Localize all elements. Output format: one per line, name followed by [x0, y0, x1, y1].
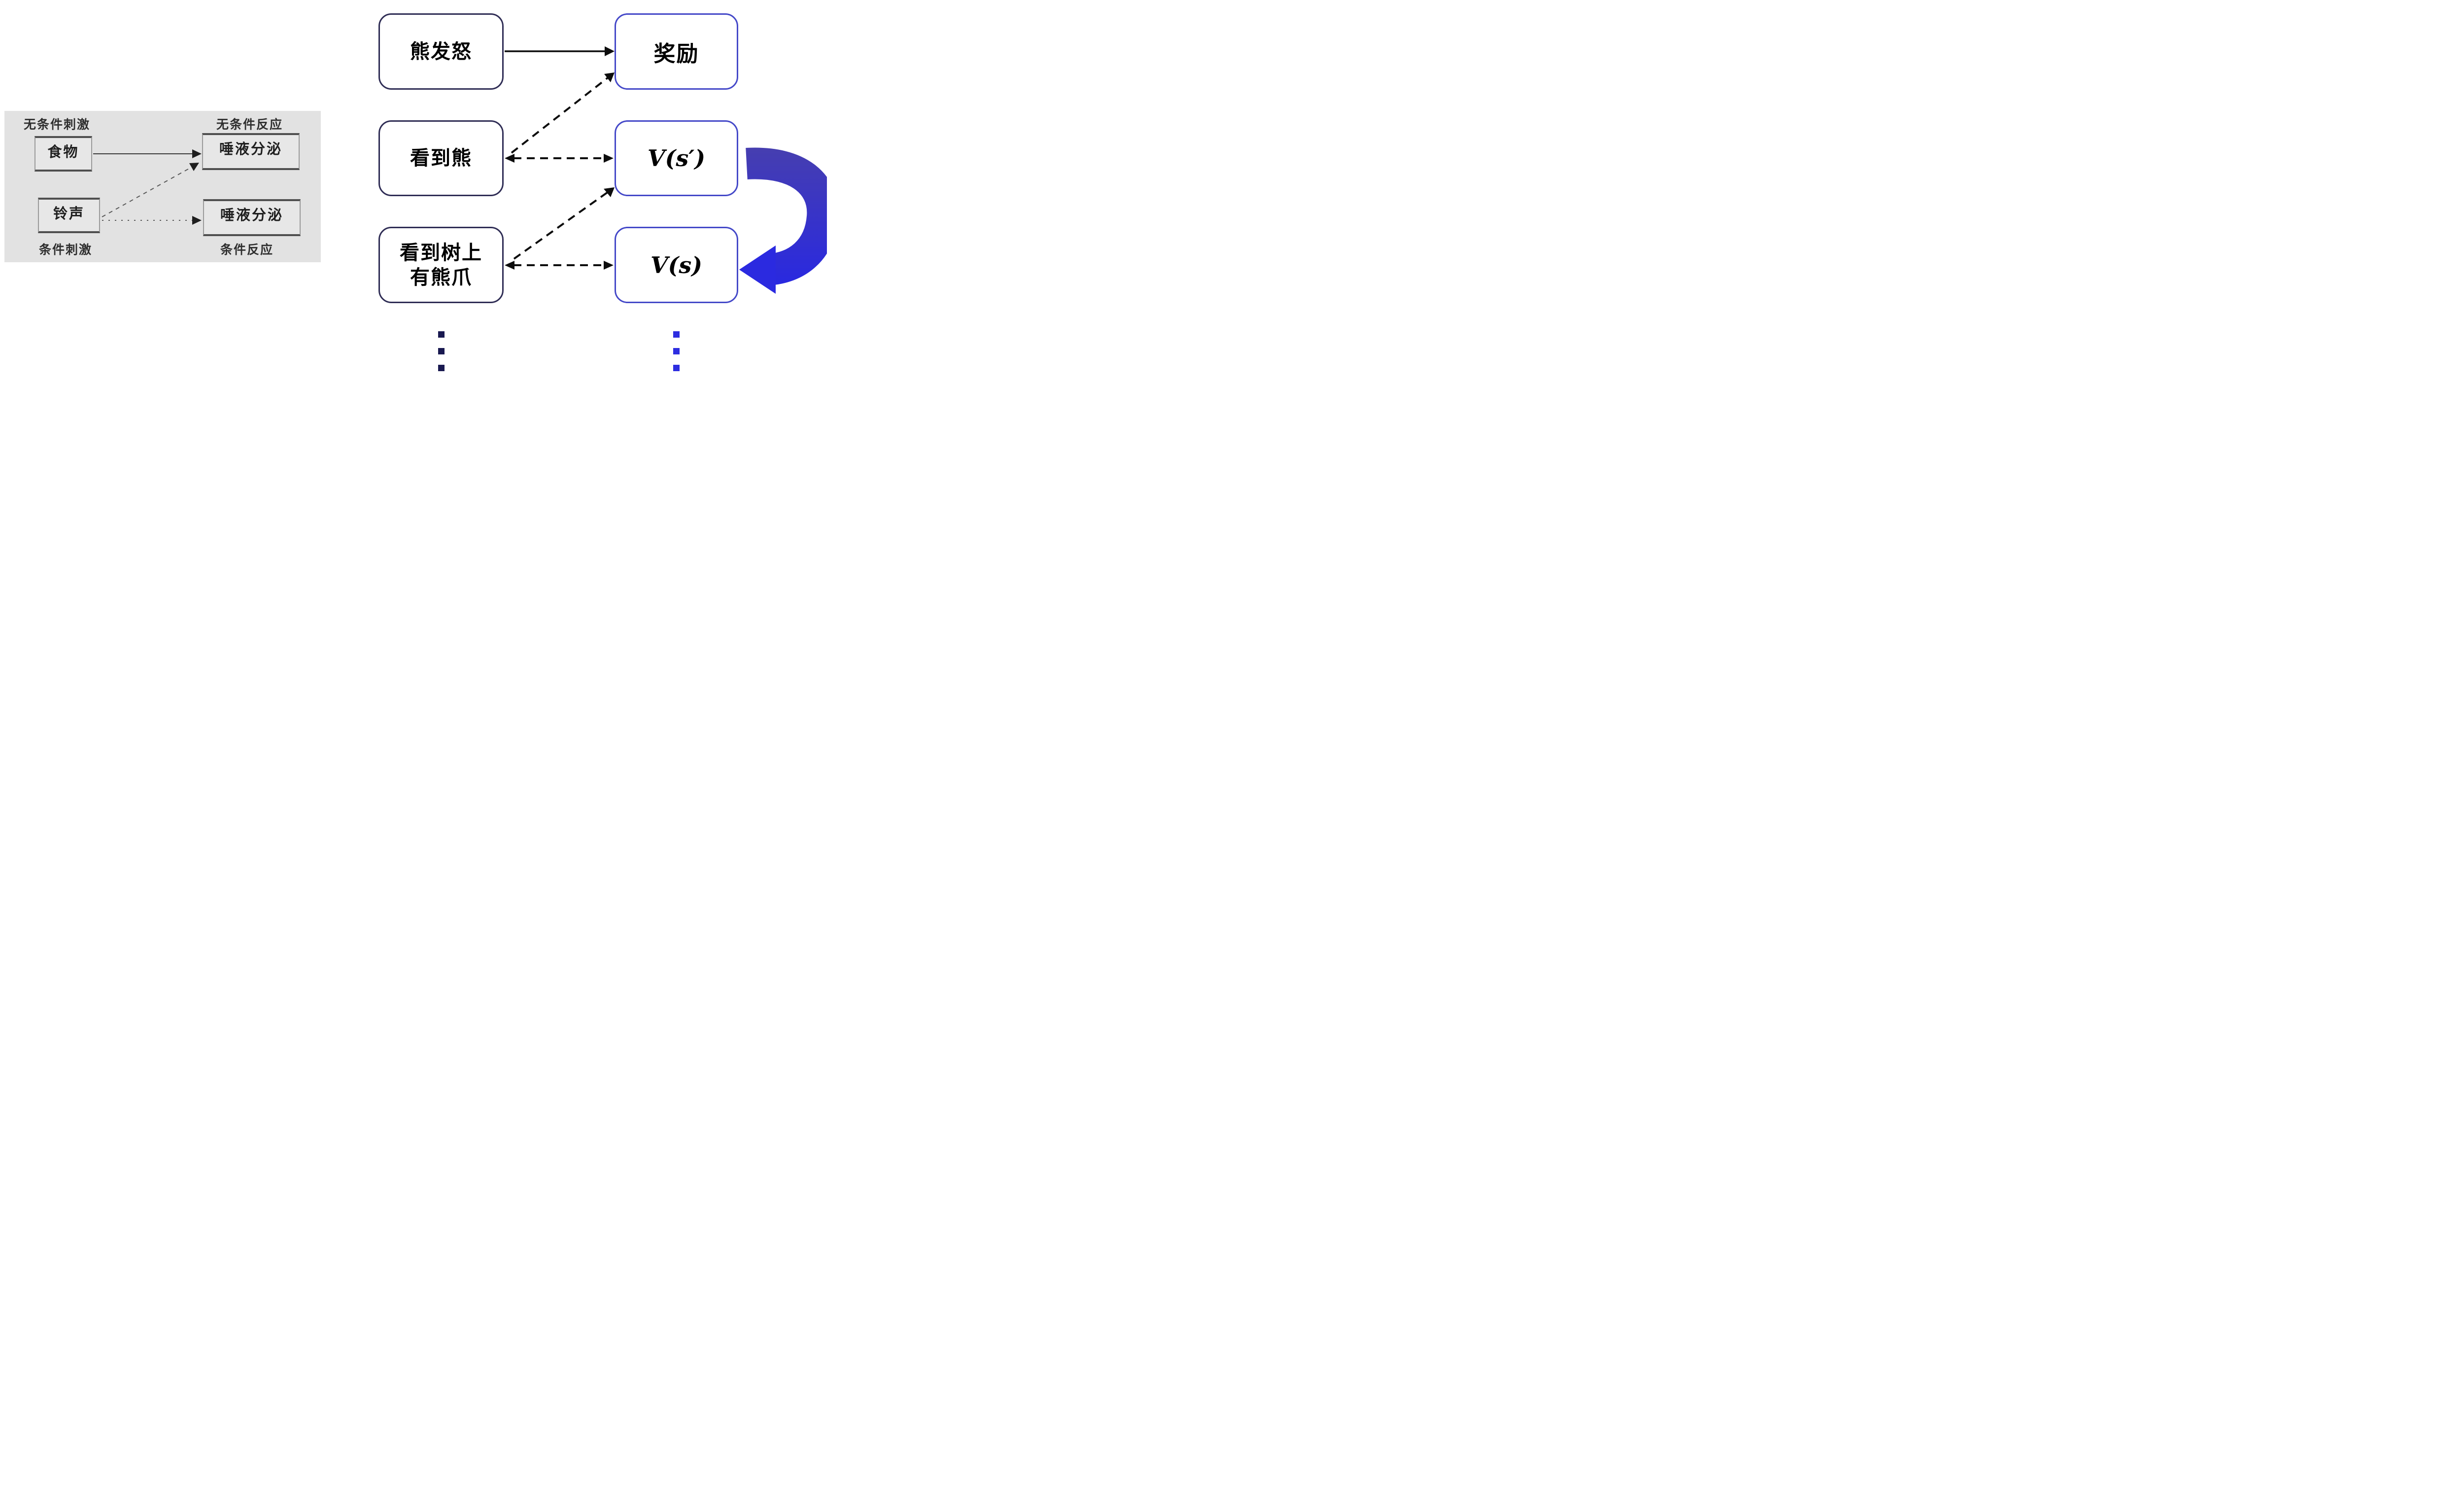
state-bear-anger-label: 熊发怒 [410, 40, 472, 63]
ellipsis-dot-states-3 [438, 365, 445, 371]
value-next-label: V(s′) [647, 145, 706, 172]
see-claw-label-line1: 看到树上 [400, 241, 482, 264]
label-unconditioned-stimulus: 无条件刺激 [24, 117, 91, 132]
label-conditioned-stimulus: 条件刺激 [39, 243, 93, 257]
reward-label: 奖励 [653, 41, 699, 67]
label-unconditioned-response: 无条件反应 [216, 117, 283, 132]
bell-box: 铃声 [38, 198, 100, 233]
ellipsis-dot-values-2 [673, 348, 680, 354]
state-box-bear-anger: 熊发怒 [378, 13, 504, 90]
value-current-label: V(s) [650, 251, 703, 279]
reward-box: 奖励 [615, 13, 738, 90]
ellipsis-dot-values-3 [673, 365, 680, 371]
dashed-arrow-see-bear-to-next-value [505, 154, 614, 163]
dashed-arrow-see-claw-to-next-value [513, 187, 615, 260]
ellipsis-dot-states-2 [438, 348, 445, 354]
label-conditioned-response: 条件反应 [220, 243, 274, 257]
see-claw-label-line2: 有熊爪 [410, 266, 472, 289]
saliva-box-bottom: 唾液分泌 [203, 199, 301, 236]
feedback-ribbon-arrow [739, 147, 827, 294]
conditioning-panel: 无条件刺激 无条件反应 条件刺激 条件反应 食物 唾液分泌 铃声 唾液分泌 [4, 111, 321, 262]
ellipsis-dot-states-1 [438, 331, 445, 338]
value-next-box: V(s′) [615, 120, 738, 196]
arrow-bear-anger-to-reward [505, 46, 615, 56]
value-current-box: V(s) [615, 227, 738, 303]
saliva-box-top: 唾液分泌 [202, 133, 300, 170]
food-box: 食物 [34, 136, 92, 172]
see-bear-label: 看到熊 [410, 147, 472, 170]
dashed-arrow-see-bear-to-reward [511, 72, 615, 154]
state-box-see-claw: 看到树上 有熊爪 [378, 227, 504, 303]
dashed-arrow-see-claw-to-current-value [505, 261, 614, 270]
ellipsis-dot-values-1 [673, 331, 680, 338]
pavlov-td-learning-diagram: 无条件刺激 无条件反应 条件刺激 条件反应 食物 唾液分泌 铃声 唾液分泌 熊发… [0, 0, 827, 375]
state-box-see-bear: 看到熊 [378, 120, 504, 196]
